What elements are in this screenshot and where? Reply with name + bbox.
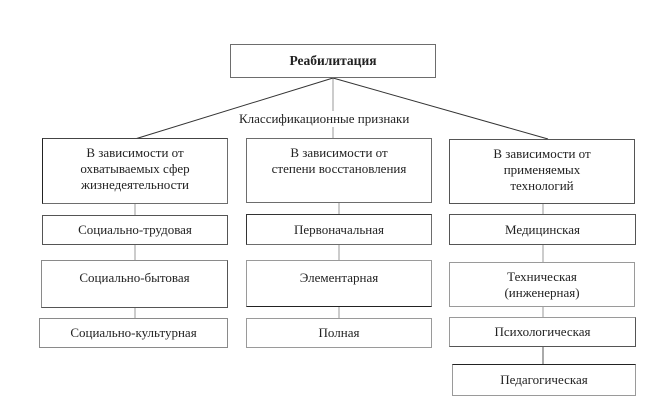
category-header-line: жизнедеятельности: [80, 177, 190, 192]
type-label: Элементарная: [299, 270, 379, 285]
classification-label: Классификационные признаки: [238, 111, 411, 127]
type-box: Социально-трудовая: [42, 215, 228, 245]
type-label: Социально-трудовая: [78, 222, 192, 237]
type-box: Психологическая: [449, 317, 636, 347]
connector-right: [332, 77, 549, 140]
category-header-line: В зависимости от: [86, 145, 184, 160]
category-header-line: степени восстановления: [271, 161, 407, 176]
category-header-line: В зависимости от: [493, 146, 591, 161]
type-label: Социально-культурная: [70, 325, 197, 340]
type-label: Социально-бытовая: [79, 270, 190, 285]
type-box: Полная: [246, 318, 432, 348]
type-box: Элементарная: [246, 260, 432, 307]
type-box: Медицинская: [449, 214, 636, 245]
category-header-line: В зависимости от: [290, 145, 388, 160]
type-label: Полная: [318, 325, 360, 340]
root-box: Реабилитация: [230, 44, 436, 78]
type-box: Техническая (инженерная): [449, 262, 635, 307]
type-box: Педагогическая: [452, 364, 636, 396]
category-header-line: применяемых: [503, 162, 581, 177]
type-box: Первоначальная: [246, 214, 432, 245]
type-label: Первоначальная: [294, 221, 384, 237]
category-header-line: технологий: [510, 178, 574, 193]
type-label: Педагогическая: [500, 372, 588, 387]
type-label: Психологическая: [494, 324, 591, 339]
type-label: Медицинская: [504, 221, 581, 237]
category-box-spheres: В зависимости от охватываемых сфер жизне…: [42, 138, 228, 204]
root-title: Реабилитация: [289, 53, 377, 68]
type-label-line: Техническая: [507, 268, 577, 284]
type-box: Социально-бытовая: [41, 260, 228, 308]
category-header-line: охватываемых сфер: [80, 161, 190, 176]
connector-left: [134, 77, 334, 140]
category-box-technologies: В зависимости от применяемых технологий: [449, 139, 635, 204]
category-box-recovery: В зависимости от степени восстановления: [246, 138, 432, 203]
type-label-line: (инженерная): [504, 284, 580, 300]
type-box: Социально-культурная: [39, 318, 228, 348]
